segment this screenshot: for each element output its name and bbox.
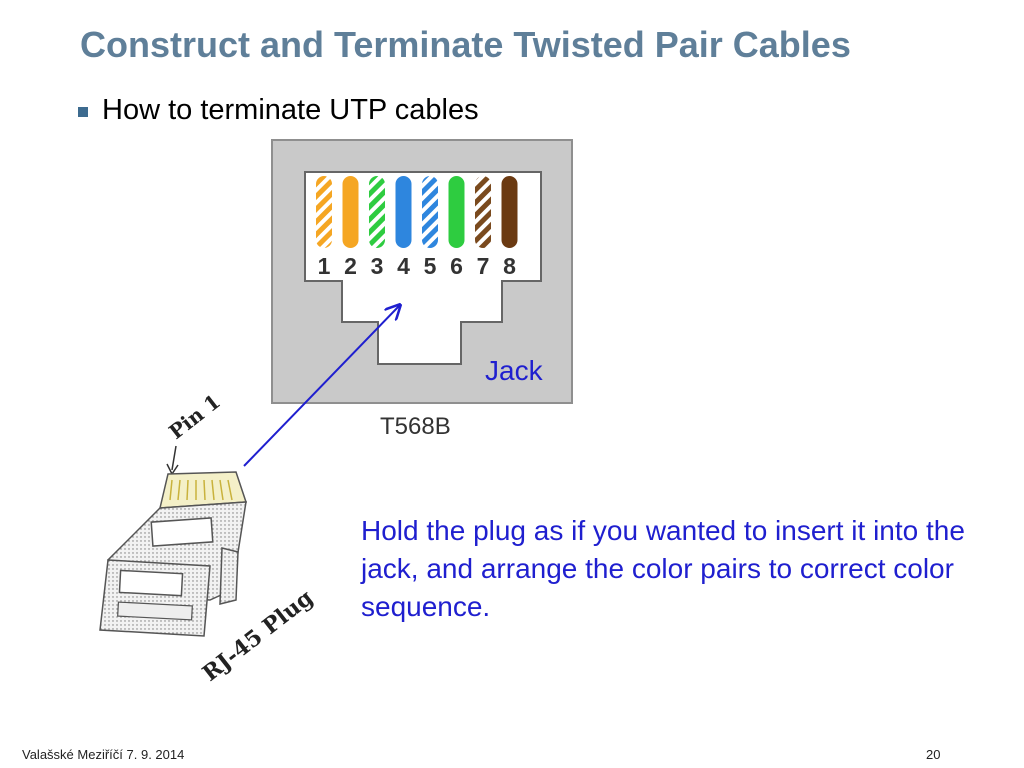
pin-number-4: 4 — [397, 253, 410, 279]
bullet-square-icon — [78, 106, 88, 117]
footer-location-date: Valašské Meziříčí 7. 9. 2014 — [22, 747, 185, 762]
bullet-text: How to terminate UTP cables — [102, 94, 479, 126]
wire-pin-2 — [342, 176, 359, 248]
pin-1-label: Pin 1 — [164, 389, 225, 444]
pin-number-1: 1 — [318, 253, 331, 279]
rj45-plug-drawing — [99, 445, 248, 637]
wire-pin-5 — [422, 176, 438, 248]
wire-pin-3 — [369, 176, 385, 248]
standard-label: T568B — [380, 413, 451, 440]
wire-pin-1 — [316, 176, 332, 248]
pin-number-6: 6 — [450, 253, 463, 279]
rj45-plug-label: RJ-45 Plug — [198, 585, 318, 687]
wire-pin-7 — [475, 176, 491, 248]
pin-number-2: 2 — [344, 253, 357, 279]
pin-number-5: 5 — [424, 253, 437, 279]
pin-number-7: 7 — [477, 253, 490, 279]
instruction-text: Hold the plug as if you wanted to insert… — [361, 515, 965, 622]
page-number: 20 — [926, 747, 941, 762]
wire-pin-4 — [395, 176, 412, 248]
bullet-item: How to terminate UTP cables — [78, 94, 479, 127]
wire-pin-6 — [448, 176, 465, 248]
slide-title: Construct and Terminate Twisted Pair Cab… — [80, 24, 851, 65]
wire-pin-8 — [501, 176, 518, 248]
jack-label: Jack — [485, 355, 543, 386]
insert-arrow — [243, 305, 400, 467]
pin-number-3: 3 — [371, 253, 384, 279]
pin-number-8: 8 — [503, 253, 516, 279]
